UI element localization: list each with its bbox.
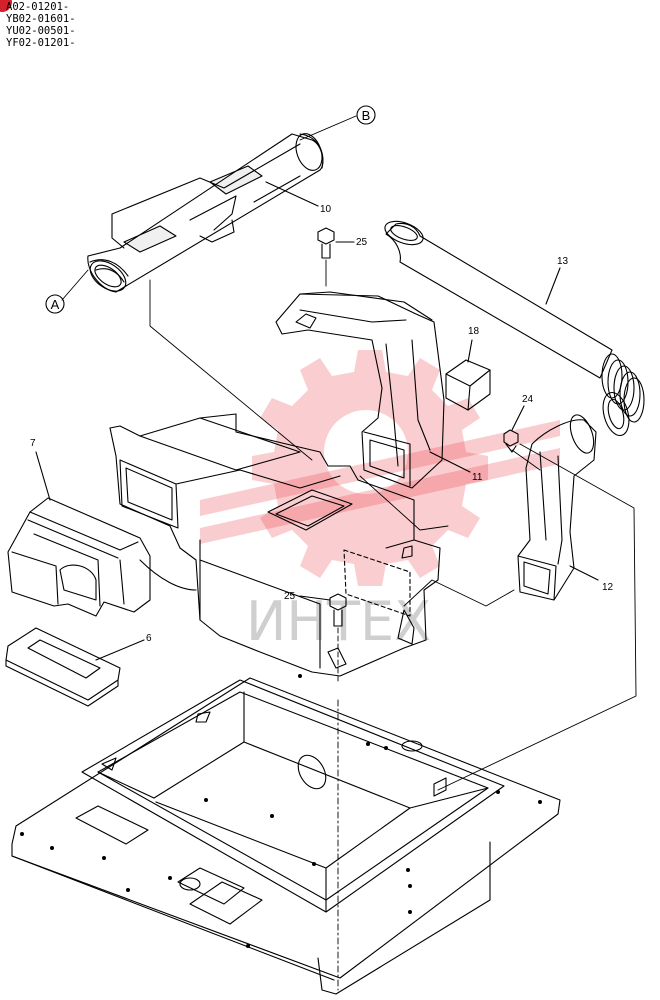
part-6-gasket [5, 627, 121, 707]
serial-range: A02-01201- [6, 1, 70, 13]
part-11-elbow-duct [275, 291, 445, 489]
watermark-gear-hole [324, 410, 408, 494]
part-18-block [445, 359, 491, 411]
serial-range: YU02-00501- [6, 25, 76, 37]
part-13-flexible-hose [384, 220, 645, 437]
corner-badge [0, 0, 12, 12]
part-25-bolt-top [317, 227, 335, 259]
connection-mark-b: B [356, 105, 376, 125]
cab-floor-frame [11, 674, 561, 995]
part-number-callouts: 10 25 13 18 24 11 7 12 25 6 [30, 181, 614, 661]
part-label-18: 18 [468, 326, 480, 337]
part-label-25-mid: 25 [284, 591, 296, 602]
serial-range: YF02-01201- [6, 37, 76, 49]
part-7-blower-unit [7, 497, 151, 617]
part-label-7: 7 [30, 438, 36, 449]
heater-unit-case [109, 413, 441, 677]
part-24-bolt [503, 429, 519, 453]
connection-mark-a-label: A [51, 297, 60, 312]
serial-range: YB02-01601- [6, 13, 76, 25]
part-label-10: 10 [320, 204, 332, 215]
part-12-elbow-duct [517, 414, 597, 601]
assembly-leader-lines [61, 115, 637, 991]
part-25-bolt-mid [329, 593, 347, 627]
part-label-12: 12 [602, 582, 614, 593]
part-label-13: 13 [557, 256, 569, 267]
serial-range-list: A02-01201- YB02-01601- YU02-00501- YF02-… [6, 1, 76, 49]
part-label-11: 11 [472, 472, 483, 483]
part-10-air-duct [87, 133, 324, 293]
connection-mark-b-label: B [362, 108, 371, 123]
part-label-6: 6 [146, 633, 152, 644]
part-label-25-top: 25 [356, 237, 368, 248]
part-label-24: 24 [522, 394, 534, 405]
watermark-text: ИНТЕХ [246, 590, 431, 653]
connection-mark-a: A [45, 294, 65, 314]
